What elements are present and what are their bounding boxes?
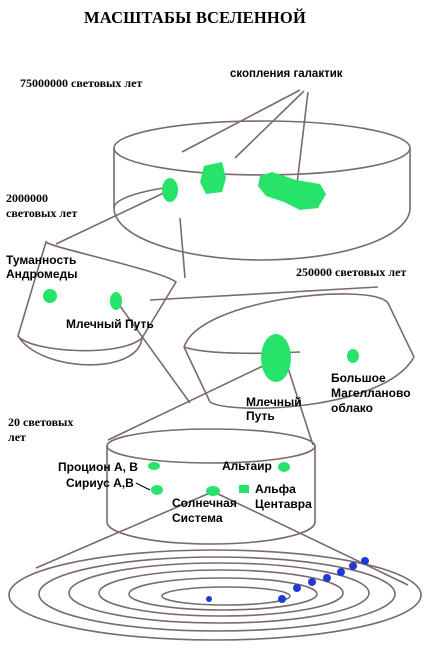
- solar-system-orbits: [8, 549, 422, 641]
- sun-star: [206, 486, 220, 496]
- stars-distance-line2: лет: [8, 430, 26, 444]
- local-group-cylinder: [17, 240, 178, 366]
- connector-galaxy-stars: [107, 364, 314, 446]
- galaxy-distance-label: 250000 световых лет: [296, 265, 407, 279]
- procyon-label: Процион А, В: [58, 460, 138, 474]
- large-magellanic-cloud: [347, 349, 359, 363]
- altair-label: Альтаир: [222, 459, 272, 473]
- connector-local-galaxy: [119, 286, 379, 404]
- altair-star: [278, 462, 290, 472]
- milky-way-galaxy: [261, 334, 291, 382]
- connector-stars-solar: [35, 491, 409, 586]
- lmc-label-line3: облако: [331, 401, 373, 415]
- outlines: [8, 89, 422, 641]
- page-title: МАСШТАБЫ ВСЕЛЕННОЙ: [84, 8, 306, 27]
- milky-way-galaxy-label-line1: Млечный: [246, 395, 302, 409]
- galaxy-cluster-left: [162, 178, 178, 202]
- andromeda-galaxy: [43, 289, 57, 303]
- procyon-star: [148, 462, 160, 470]
- planet-1: [278, 595, 286, 603]
- local-group-distance-line2: световых лет: [6, 206, 78, 220]
- galaxy-cluster-right: [258, 172, 326, 210]
- planet-2: [293, 584, 301, 592]
- lmc-label-line2: Магелланово: [331, 386, 411, 400]
- solar-system-label-line1: Солнечная: [172, 496, 237, 510]
- stars-distance-line1: 20 световых: [8, 415, 74, 429]
- milky-way-local: [110, 292, 122, 310]
- milky-way-local-label: Млечный Путь: [66, 317, 154, 331]
- andromeda-label-line1: Туманность: [6, 253, 77, 267]
- sirius-label: Сириус А,В: [66, 476, 134, 490]
- clusters-distance-label: 75000000 световых лет: [20, 76, 143, 90]
- connector-clusters-local: [55, 189, 186, 279]
- planet-5: [337, 568, 345, 576]
- alpha-centauri-label-line2: Центавра: [255, 497, 312, 511]
- sun-dot: [206, 596, 212, 602]
- andromeda-label-line2: Андромеды: [6, 267, 78, 281]
- local-group-distance-line1: 2000000: [6, 191, 48, 205]
- galaxy-cluster-middle: [200, 162, 226, 194]
- objects: [43, 162, 369, 603]
- planet-4: [323, 574, 331, 582]
- planet-6: [349, 562, 357, 570]
- planet-7: [361, 557, 369, 565]
- milky-way-galaxy-label-line2: Путь: [246, 409, 275, 423]
- alpha-centauri-star: [239, 485, 249, 493]
- sirius-star: [151, 485, 163, 495]
- lmc-label-line1: Большое: [331, 371, 386, 385]
- solar-system-label-line2: Система: [172, 511, 223, 525]
- clusters-cylinder: [113, 120, 411, 261]
- alpha-centauri-label-line1: Альфа: [255, 482, 296, 496]
- clusters-pointer-lines: [181, 89, 309, 185]
- galaxy-clusters-label: скопления галактик: [230, 68, 343, 80]
- planet-3: [308, 578, 316, 586]
